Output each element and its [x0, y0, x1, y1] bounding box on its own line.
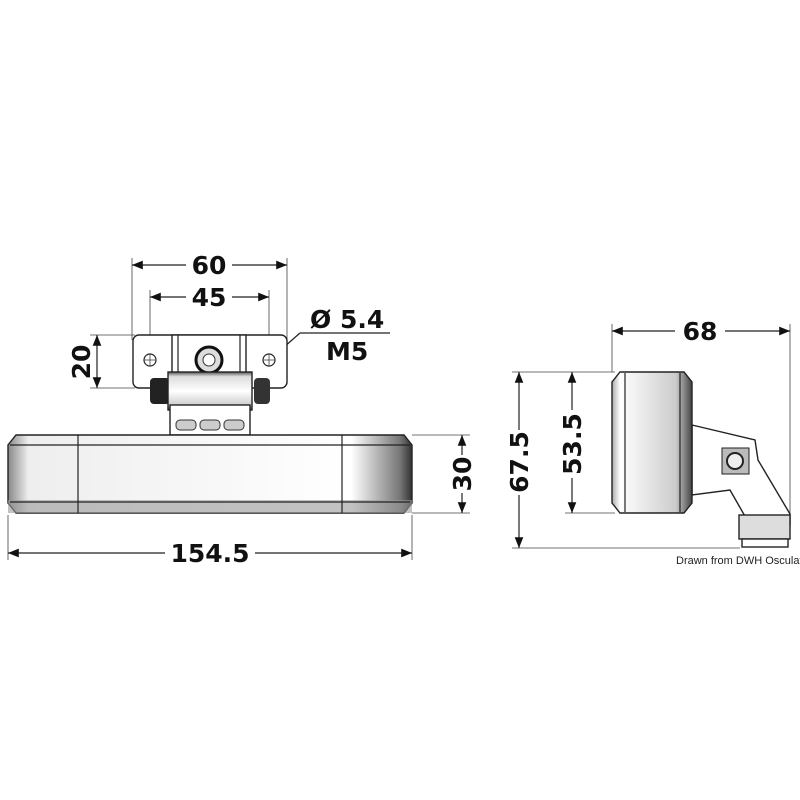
front-view: 60 45 20 Ø 5.4 M5: [7, 251, 477, 568]
dim-label-30: 30: [448, 457, 477, 492]
side-view: 68 67.5 53.5 Drawn from DWH Osculati Srl: [505, 317, 800, 567]
hole-diameter-label: Ø 5.4: [310, 305, 384, 334]
dim-label-20: 20: [67, 345, 96, 380]
dimension-60: 60: [132, 251, 287, 280]
dim-label-154-5: 154.5: [170, 539, 249, 568]
dimension-53-5: 53.5: [558, 372, 587, 513]
light-housing: [7, 434, 413, 514]
dimension-45: 45: [150, 283, 269, 312]
dimension-20: 20: [67, 335, 102, 388]
dim-label-60: 60: [192, 251, 227, 280]
dim-label-53-5: 53.5: [558, 413, 587, 475]
credit-text: Drawn from DWH Osculati Srl: [676, 555, 800, 567]
dimension-30: 30: [448, 435, 477, 513]
side-bracket: [691, 424, 791, 548]
dim-label-67-5: 67.5: [505, 431, 534, 493]
dimension-68: 68: [612, 317, 790, 346]
side-housing: [611, 371, 693, 514]
dim-label-45: 45: [192, 283, 227, 312]
hole-callout: Ø 5.4 M5: [274, 305, 390, 366]
screw-size-label: M5: [326, 337, 368, 366]
mounting-bracket: [132, 334, 288, 436]
dimension-67-5: 67.5: [505, 372, 534, 548]
dimension-154-5: 154.5: [7, 539, 412, 568]
dim-label-68: 68: [683, 317, 718, 346]
